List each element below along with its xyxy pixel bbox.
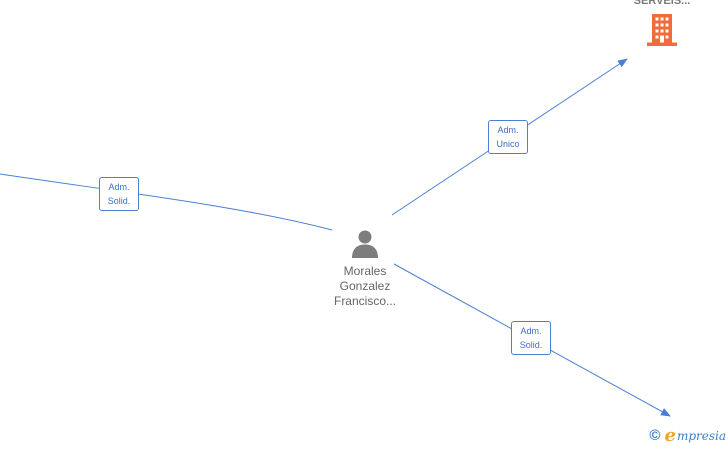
edge-bottom-right-type: Solid. [519, 340, 543, 350]
person-name-line-3: Francisco... [333, 294, 396, 308]
edge-left-label[interactable]: Adm. Solid. [99, 177, 139, 211]
edge-top-right-label[interactable]: Adm. Unico [488, 120, 528, 154]
edge-bottom-right-label[interactable]: Adm. Solid. [511, 321, 551, 355]
edge-top-right-type: Unico [496, 139, 520, 149]
person-name-line-1: Morales [343, 264, 387, 278]
brand-logo[interactable]: © e mpresia [649, 425, 726, 446]
brand-name: mpresia [676, 428, 726, 443]
edge-top-right-role: Adm. [497, 125, 519, 135]
edge-left-type: Solid. [107, 196, 131, 206]
person-icon [352, 230, 378, 258]
company-name: SERVEIS... [633, 0, 691, 7]
edge-bottom-right-role: Adm. [520, 326, 542, 336]
company-node[interactable]: SERVEIS... [610, 0, 714, 46]
copyright-symbol: © [649, 427, 661, 444]
edge-left-role: Adm. [108, 182, 130, 192]
person-name: Morales Gonzalez Francisco... [322, 264, 408, 309]
person-node[interactable]: Morales Gonzalez Francisco... [322, 228, 408, 309]
brand-initial: e [664, 425, 676, 446]
person-name-line-2: Gonzalez [339, 279, 391, 293]
building-icon [647, 14, 677, 46]
edge-left-line [0, 173, 333, 231]
